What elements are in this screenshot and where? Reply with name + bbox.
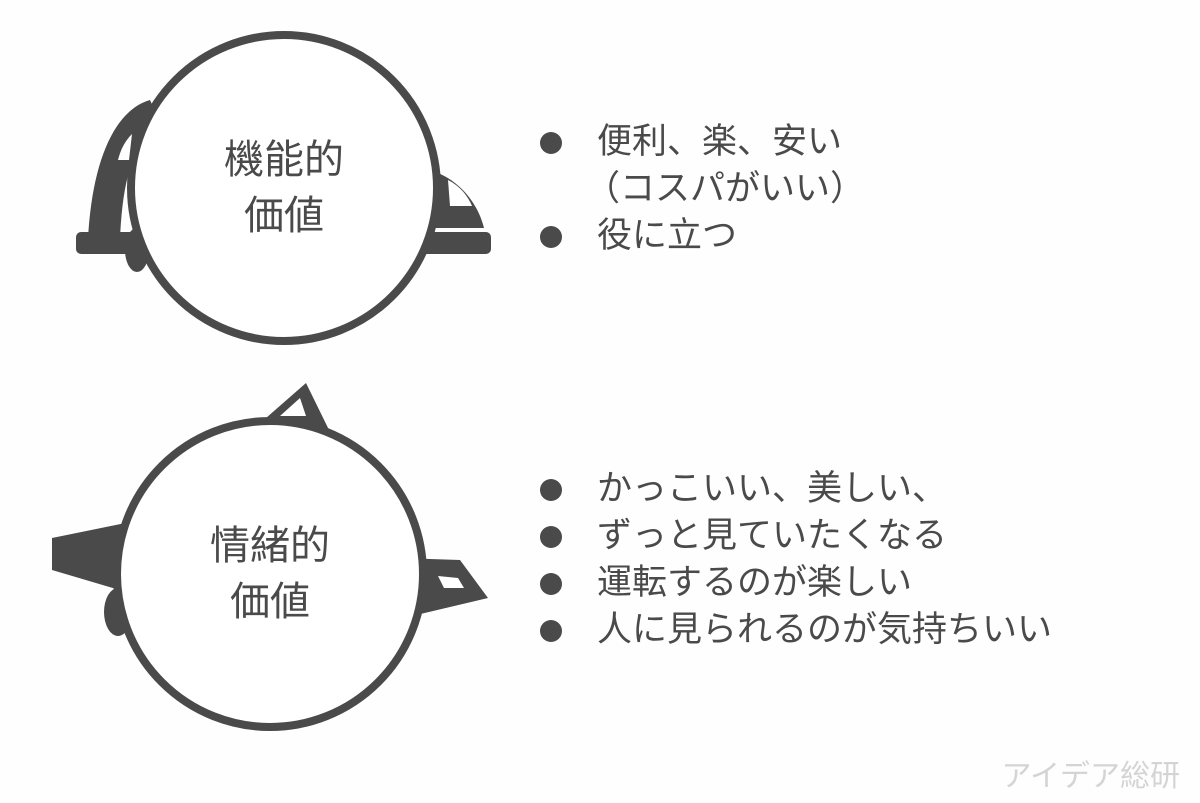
functional-value-circle (127, 31, 441, 345)
emotional-value-label: 情緒的 価値 (170, 518, 370, 630)
bullet-text: 人に見られるのが気持ちいい (597, 610, 1053, 650)
bullet-icon (540, 573, 562, 595)
list-item: 運転するのが楽しい (537, 560, 1052, 607)
bullet-text: 運転するのが楽しい (597, 563, 913, 603)
bullet-icon (540, 526, 562, 548)
emotional-value-label-line1: 情緒的 (210, 523, 330, 569)
functional-value-label-line1: 機能的 (224, 137, 344, 183)
list-item: ずっと見ていたくなる (537, 513, 1052, 560)
bullet-text: 便利、楽、安い (597, 122, 843, 162)
emotional-value-label-line2: 価値 (230, 579, 310, 625)
bullet-icon (540, 479, 562, 501)
bullet-text-continued: （コスパがいい） (585, 169, 866, 209)
list-item: かっこいい、美しい、 (537, 466, 1052, 513)
emotional-bullet-list: かっこいい、美しい、 ずっと見ていたくなる 運転するのが楽しい 人に見られるのが… (537, 466, 1052, 654)
functional-value-label: 機能的 価値 (184, 132, 384, 244)
bullet-text: 役に立つ (597, 216, 738, 256)
bullet-icon (540, 132, 562, 154)
watermark: アイデア総研 (1001, 759, 1181, 794)
bullet-icon (540, 620, 562, 642)
emotional-value-circle (113, 417, 427, 731)
bullet-text: かっこいい、美しい、 (597, 469, 948, 509)
list-item: 人に見られるのが気持ちいい (537, 607, 1052, 654)
list-item: 便利、楽、安い （コスパがいい） (537, 119, 865, 213)
list-item: 役に立つ (537, 213, 865, 260)
functional-value-label-line2: 価値 (244, 193, 324, 239)
bullet-text: ずっと見ていたくなる (597, 516, 948, 556)
bullet-icon (540, 226, 562, 248)
functional-bullet-list: 便利、楽、安い （コスパがいい） 役に立つ (537, 119, 865, 260)
